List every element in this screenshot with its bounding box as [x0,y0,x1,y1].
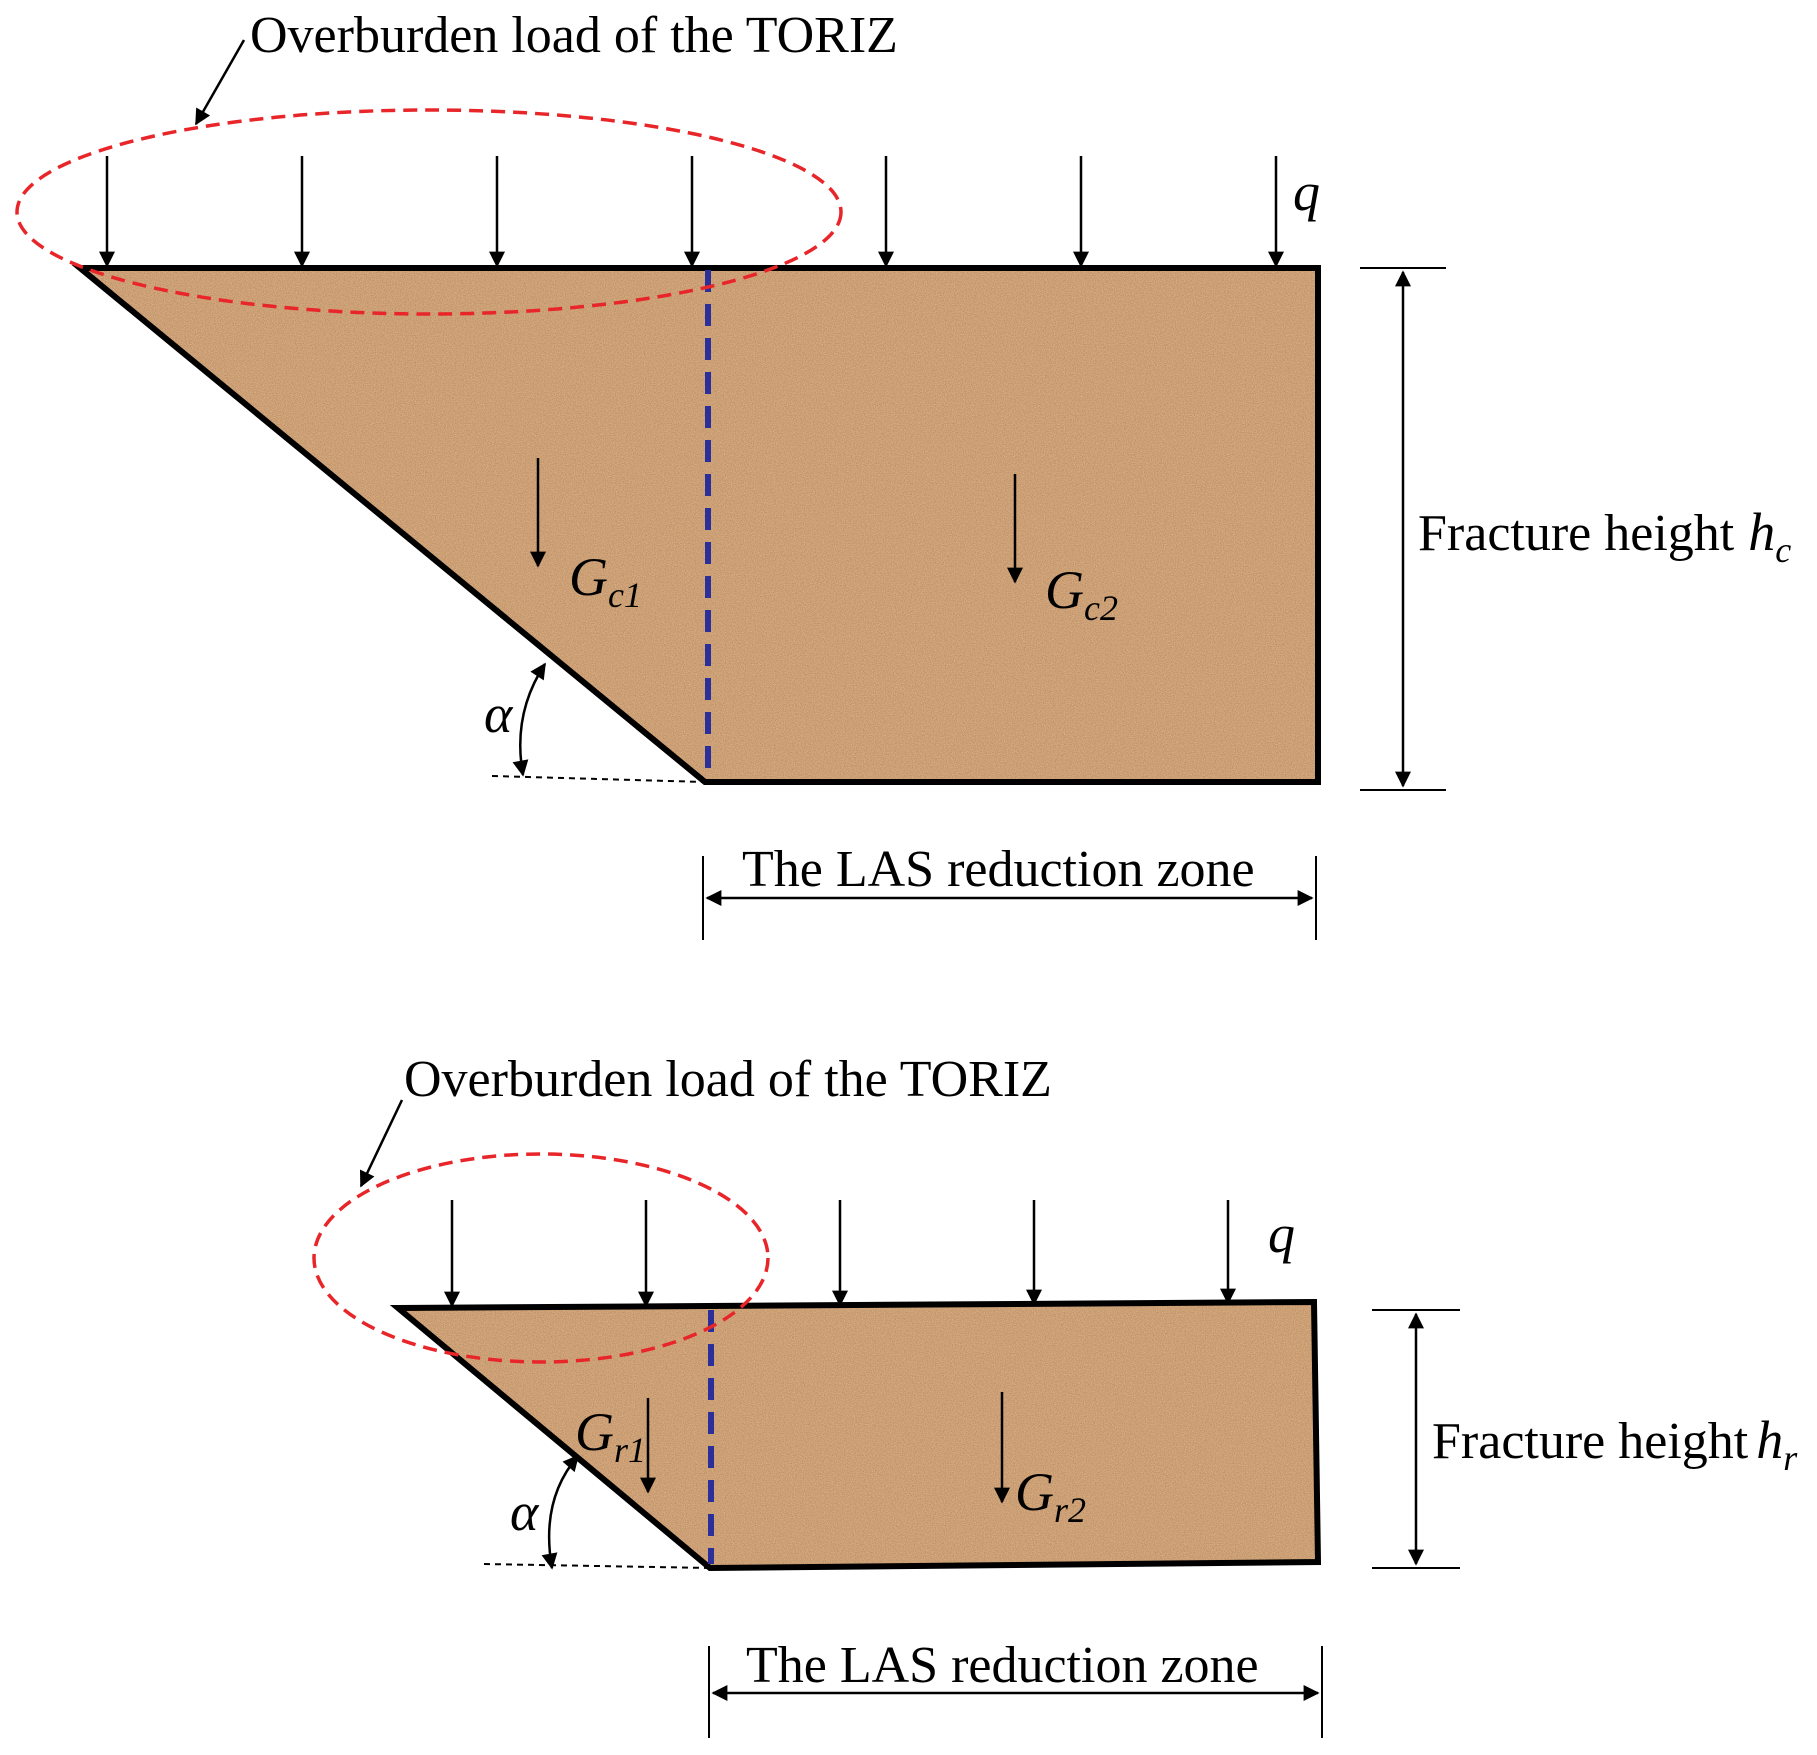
weight-label-left: Gc1 [569,547,642,615]
angle-symbol: α [510,1482,540,1542]
load-symbol: q [1268,1204,1295,1264]
overburden-pointer-arrow [194,39,246,126]
weight-label-right: Gr2 [1015,1462,1086,1530]
overburden-label: Overburden load of the TORIZ [250,7,898,64]
caving-rock-block [71,265,1321,785]
weight-label-right: Gc2 [1045,560,1118,628]
zone-label: The LAS reduction zone [742,841,1255,898]
caving-zone-panel: q Overburden load of the TORIZ Gc1 Gc2 α… [15,7,1791,940]
angle-symbol: α [484,684,514,744]
roof-rock-block [389,1298,1322,1572]
angle-reference-line [491,775,706,783]
weight-label-left: Gr1 [575,1402,646,1470]
overburden-ellipse [312,1152,770,1364]
roof-zone-panel: q Overburden load of the TORIZ Gr1 Gr2 α… [312,1051,1798,1738]
overburden-ellipse [15,108,843,316]
rock-outline [71,265,1321,785]
angle-arc [512,662,547,777]
overburden-pointer-arrow [359,1099,404,1188]
rock-outline [389,1298,1322,1572]
overburden-label: Overburden load of the TORIZ [404,1051,1052,1108]
load-symbol: q [1293,162,1320,222]
angle-reference-line [483,1563,711,1569]
load-arrows [444,1200,1236,1308]
rock-texture-light [398,1302,1318,1568]
zone-label: The LAS reduction zone [746,1637,1259,1694]
angle-arc [541,1454,580,1570]
load-arrows [99,156,1284,268]
rock-texture-light [80,268,1318,782]
